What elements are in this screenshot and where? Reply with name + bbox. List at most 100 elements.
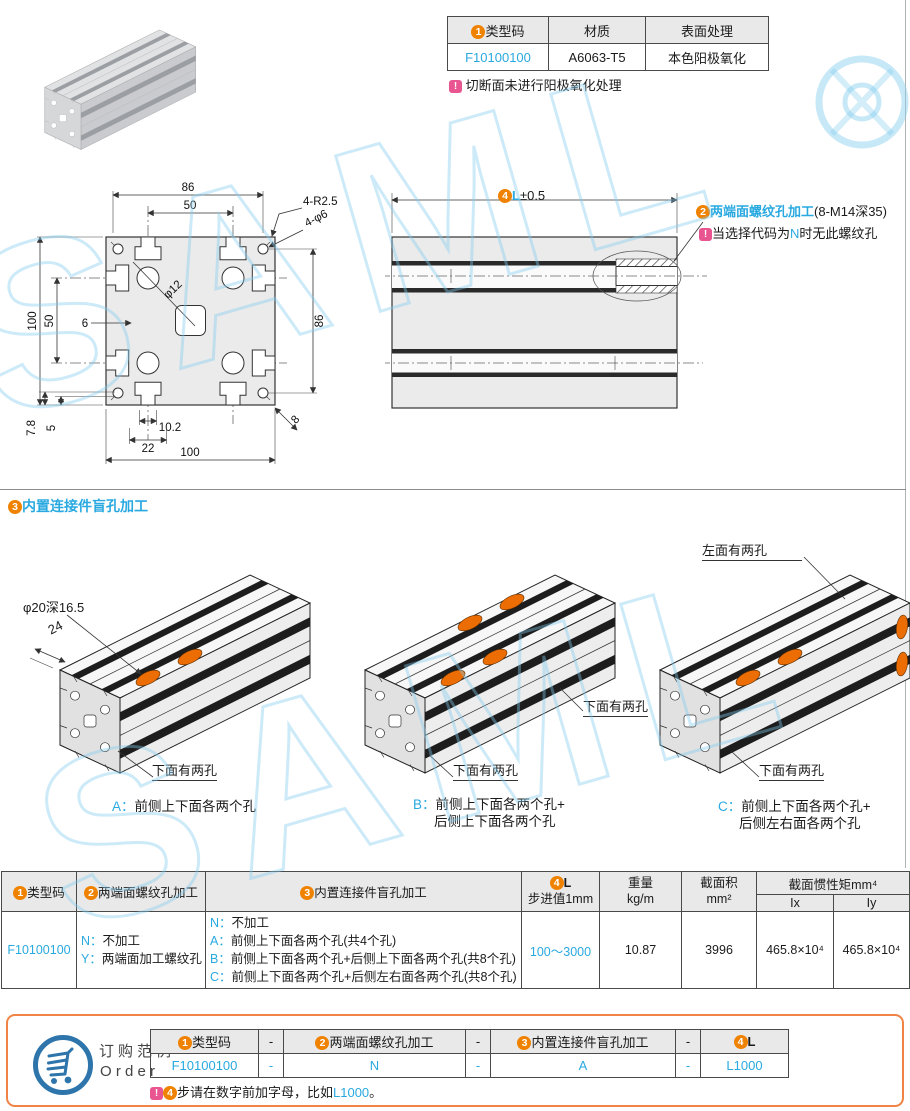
spec-h-ix: Ix	[756, 894, 834, 912]
blind-hole-diagram-c	[659, 556, 910, 778]
order-v-dash: -	[675, 1053, 701, 1078]
svg-text:6: 6	[82, 318, 88, 330]
svg-text:7.8: 7.8	[26, 420, 38, 436]
badge-1: 1	[13, 886, 28, 900]
order-h-dash: -	[675, 1029, 701, 1054]
spec-iy: 465.8×10⁴	[832, 911, 910, 989]
order-v-blind: A	[490, 1053, 676, 1078]
note-icon: !	[699, 228, 712, 241]
badge-2: 2	[696, 205, 710, 219]
order-v-length: L1000	[700, 1053, 789, 1078]
svg-text:100: 100	[27, 311, 39, 330]
watermark-logo	[815, 55, 909, 149]
product-photo	[8, 8, 233, 173]
badge-1: 1	[177, 1036, 192, 1050]
section-divider	[0, 489, 906, 490]
spec-blind-options: N：不加工 A：前侧上下面各两个孔(共4个孔) B：前侧上下面各两个孔+后侧上下…	[205, 911, 522, 989]
order-h-dash: -	[258, 1029, 284, 1054]
badge-3: 3	[300, 886, 315, 900]
spec-h-iy: Iy	[832, 894, 910, 912]
variant-a-caption: A：前侧上下面各两个孔	[112, 799, 257, 814]
surface-value: 本色阳极氧化	[645, 43, 769, 71]
variant-c-caption: C：前侧上下面各两个孔+	[718, 799, 871, 814]
svg-text:10.2: 10.2	[159, 422, 181, 434]
bottom-holes-label-b: 下面有两孔	[453, 760, 519, 781]
svg-text:100: 100	[180, 447, 199, 459]
info-header-surface: 表面处理	[645, 16, 769, 44]
bottom-holes-label-c: 下面有两孔	[759, 760, 825, 781]
material-value: A6063-T5	[548, 43, 646, 71]
blind-hole-diagram-a	[29, 574, 311, 778]
svg-text:50: 50	[184, 200, 197, 212]
spec-h-inertia: 截面惯性矩mm⁴	[755, 871, 910, 895]
spec-thread-options: N：不加工 Y：两端面加工螺纹孔	[76, 911, 206, 989]
info-note-text: 切断面未进行阳极氧化处理	[465, 78, 622, 93]
cart-icon	[33, 1035, 93, 1095]
badge-2: 2	[83, 886, 98, 900]
order-v-type: F10100100	[150, 1053, 259, 1078]
badge-4: 4	[733, 1035, 748, 1049]
svg-text:4-φ6: 4-φ6	[303, 208, 330, 230]
info-header-material: 材质	[548, 16, 646, 44]
t-slots	[105, 236, 276, 406]
badge-4: 4	[549, 875, 564, 890]
order-title-en: O r d e r	[100, 1063, 156, 1080]
info-note: ! 切断面未进行阳极氧化处理	[449, 75, 622, 94]
type-code-link[interactable]: F10100100	[447, 43, 549, 71]
cross-section-drawing: 86 50 100 50 6 86 100 7.8 5 10.2 22 8 4-…	[26, 182, 338, 464]
order-h-dash: -	[465, 1029, 491, 1054]
svg-text:86: 86	[182, 182, 195, 194]
hole-spec-label: φ20深16.5	[23, 600, 85, 615]
svg-text:86: 86	[314, 315, 326, 328]
variant-c-caption-2: 后侧左右面各两个孔	[739, 816, 861, 831]
spec-ix: 465.8×10⁴	[756, 911, 834, 989]
spec-length-range: 100～3000	[521, 911, 600, 989]
corner-holes	[110, 241, 271, 401]
badge-3: 3	[517, 1036, 532, 1050]
order-v-dash: -	[465, 1053, 491, 1078]
note-icon: !	[449, 80, 462, 93]
badge-3: 3	[8, 500, 22, 514]
note-icon: !	[150, 1087, 163, 1100]
svg-text:22: 22	[142, 443, 155, 455]
spec-weight: 10.87	[599, 911, 682, 989]
spec-area: 3996	[681, 911, 757, 989]
variant-b-caption: B：前侧上下面各两个孔+	[413, 797, 565, 812]
variant-b-caption-2: 后侧上下面各两个孔	[434, 814, 556, 829]
side-view-drawing	[385, 193, 707, 409]
badge-4: 4	[163, 1086, 177, 1100]
left-holes-label-c: 左面有两孔	[702, 540, 802, 561]
badge-4: 4	[498, 189, 512, 203]
bottom-holes-label-a: 下面有两孔	[152, 760, 218, 781]
back-bottom-holes-label-b: 下面有两孔	[583, 696, 649, 717]
badge-2: 2	[315, 1036, 330, 1050]
blind-hole-diagram-b	[364, 574, 616, 778]
badge-1: 1	[471, 24, 486, 39]
page-right-border	[905, 0, 906, 868]
svg-text:4-R2.5: 4-R2.5	[303, 196, 338, 208]
product-photo-render	[44, 29, 196, 150]
svg-text:50: 50	[44, 315, 56, 328]
spec-type-code[interactable]: F10100100	[1, 911, 77, 989]
order-v-thread: N	[283, 1053, 466, 1078]
svg-text:5: 5	[46, 425, 58, 431]
